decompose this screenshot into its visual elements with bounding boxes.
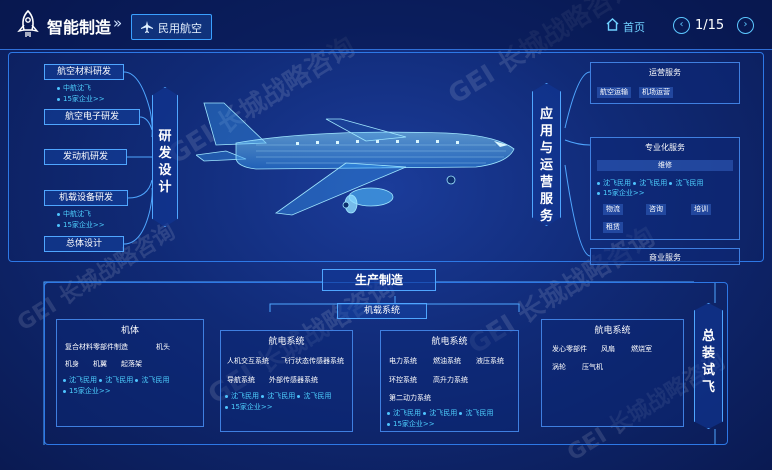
ops-service-title: 运营服务 <box>649 68 681 77</box>
airframe-item[interactable]: 复合材料零部件制造 <box>65 343 128 351</box>
mech-item[interactable]: 风扇 <box>601 345 615 353</box>
mech-item[interactable]: 压气机 <box>582 363 603 371</box>
repair-item[interactable]: 维修 <box>597 160 733 171</box>
top-bar: 智能制造 » 民用航空 首页 ‹ 1/15 › <box>0 0 772 50</box>
airframe-item[interactable]: 机翼 <box>93 360 107 368</box>
mech-item[interactable]: 燃烧室 <box>631 345 652 353</box>
airframe-companies: 沈飞民用 沈飞民用 沈飞民用 <box>63 375 169 386</box>
electromech-item[interactable]: 高升力系统 <box>433 376 468 384</box>
pro-companies: 沈飞民用 沈飞民用 沈飞民用 <box>597 178 703 189</box>
avionics-panel: 航电系统 人机交互系统 飞行状态传感器系统 导航系统 外部传感器系统 沈飞民用 … <box>220 330 353 432</box>
electromech-title: 航电系统 <box>431 337 468 347</box>
biz-service-title: 商业服务 <box>649 253 681 262</box>
prev-page-button[interactable]: ‹ <box>673 17 690 34</box>
rd-box-engine[interactable]: 发动机研发 <box>44 149 127 165</box>
top-section-frame <box>8 52 764 262</box>
avionics-item[interactable]: 飞行状态传感器系统 <box>281 357 344 365</box>
electromech-more-link[interactable]: 15家企业>> <box>387 419 435 430</box>
airframe-panel: 机体 复合材料零部件制造 机头 机身 机翼 起落架 沈飞民用 沈飞民用 沈飞民用… <box>56 319 204 427</box>
pro-service-title: 专业化服务 <box>645 143 685 152</box>
avionics-item[interactable]: 外部传感器系统 <box>269 376 318 384</box>
mech-panel: 航电系统 发心零部件 风扇 燃烧室 涡轮 压气机 <box>541 319 684 427</box>
rd-more-link[interactable]: 15家企业>> <box>57 94 105 105</box>
avionics-item[interactable]: 人机交互系统 <box>227 357 269 365</box>
electromech-item[interactable]: 液压系统 <box>476 357 504 365</box>
rd-box-airborne-equipment[interactable]: 机载设备研发 <box>44 190 128 206</box>
avionics-more-link[interactable]: 15家企业>> <box>225 402 273 413</box>
breadcrumb-label: 民用航空 <box>158 22 202 35</box>
app-vertical-label[interactable]: 应用与运营服务 <box>532 83 561 226</box>
rd-more-link[interactable]: 15家企业>> <box>57 220 105 231</box>
electromech-item[interactable]: 电力系统 <box>389 357 417 365</box>
airframe-item[interactable]: 机头 <box>156 343 170 351</box>
home-label: 首页 <box>623 21 645 34</box>
page-indicator: 1/15 <box>695 18 725 33</box>
home-icon <box>606 18 619 31</box>
breadcrumb-separator: » <box>113 14 123 32</box>
mech-item[interactable]: 涡轮 <box>552 363 566 371</box>
airplane-icon <box>141 21 153 33</box>
rd-company: 中航沈飞 <box>57 209 91 220</box>
pro-item[interactable]: 培训 <box>691 204 711 215</box>
electromech-panel: 航电系统 电力系统 燃油系统 液压系统 环控系统 高升力系统 第二动力系统 沈飞… <box>380 330 519 432</box>
airframe-item[interactable]: 机身 <box>65 360 79 368</box>
pro-item[interactable]: 咨询 <box>646 204 666 215</box>
ops-service-panel: 运营服务 航空运输 机场运营 <box>590 62 740 104</box>
rd-company: 中航沈飞 <box>57 83 91 94</box>
avionics-companies: 沈飞民用 沈飞民用 沈飞民用 <box>225 391 331 402</box>
pro-service-panel: 专业化服务 维修 沈飞民用 沈飞民用 沈飞民用 15家企业>> 物流 咨询 培训… <box>590 137 740 240</box>
rd-vertical-label[interactable]: 研发设计 <box>152 87 178 227</box>
avionics-title: 航电系统 <box>268 337 305 347</box>
pro-more-link[interactable]: 15家企业>> <box>597 188 645 199</box>
ops-item[interactable]: 机场运营 <box>639 87 673 98</box>
biz-service-panel[interactable]: 商业服务 <box>590 248 740 265</box>
airborne-system-label[interactable]: 机载系统 <box>337 303 427 319</box>
airframe-more-link[interactable]: 15家企业>> <box>63 386 111 397</box>
avionics-item[interactable]: 导航系统 <box>227 376 255 384</box>
electromech-companies: 沈飞民用 沈飞民用 沈飞民用 <box>387 408 493 419</box>
electromech-item[interactable]: 环控系统 <box>389 376 417 384</box>
airframe-title: 机体 <box>120 326 139 336</box>
production-title[interactable]: 生产制造 <box>322 269 436 291</box>
rd-box-aviation-materials[interactable]: 航空材料研发 <box>44 64 124 80</box>
next-page-button[interactable]: › <box>737 17 754 34</box>
rd-box-overall-design[interactable]: 总体设计 <box>44 236 124 252</box>
assembly-vertical-label[interactable]: 总装试飞 <box>694 303 723 429</box>
rocket-logo-icon <box>17 9 39 37</box>
breadcrumb-tab[interactable]: 民用航空 <box>131 14 212 40</box>
electromech-item[interactable]: 第二动力系统 <box>389 394 431 402</box>
mech-title: 航电系统 <box>594 326 631 336</box>
mech-item[interactable]: 发心零部件 <box>552 345 587 353</box>
airplane-illustration <box>196 102 515 216</box>
ops-item[interactable]: 航空运输 <box>597 87 631 98</box>
pro-item[interactable]: 物流 <box>603 204 623 215</box>
pro-item[interactable]: 租赁 <box>603 222 623 233</box>
electromech-item[interactable]: 燃油系统 <box>433 357 461 365</box>
rd-box-avionics[interactable]: 航空电子研发 <box>44 109 140 125</box>
airframe-item[interactable]: 起落架 <box>121 360 142 368</box>
app-title: 智能制造 <box>47 18 112 37</box>
